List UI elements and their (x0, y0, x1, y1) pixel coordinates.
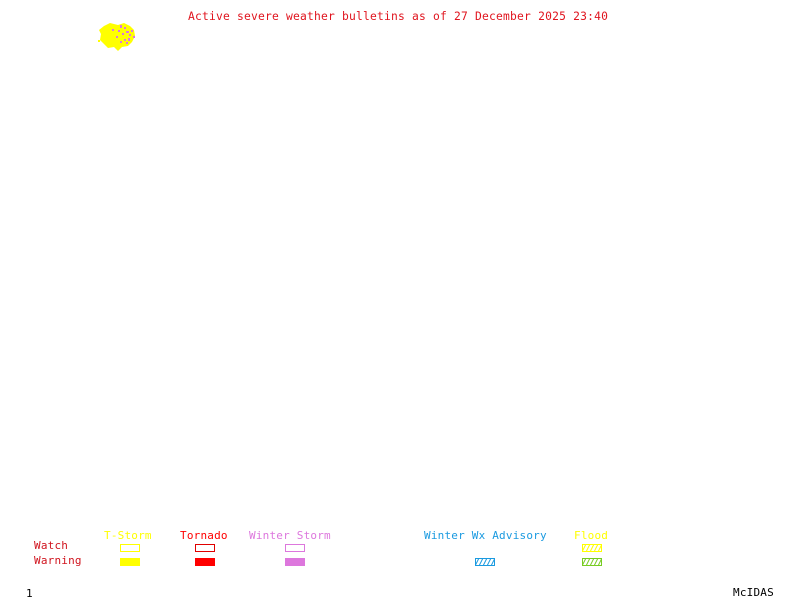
winter-storm-warning-swatch (285, 558, 305, 566)
tornado-warning-swatch (195, 558, 215, 566)
legend-header-winter-storm: Winter Storm (249, 529, 331, 542)
winter-wx-advisory-swatch (475, 558, 495, 566)
alert-area-pink (112, 25, 135, 44)
tstorm-warning-swatch (120, 558, 140, 566)
tornado-watch-swatch (195, 544, 215, 552)
mcidas-label: McIDAS (733, 586, 774, 599)
weather-alert-area[interactable] (98, 20, 138, 52)
winter-storm-watch-swatch (285, 544, 305, 552)
legend-row-watch: Watch (34, 539, 69, 552)
bulletin-title: Active severe weather bulletins as of 27… (188, 10, 609, 23)
legend-row-warning: Warning (34, 554, 82, 567)
legend-header-winter-wx-advisory: Winter Wx Advisory (424, 529, 547, 542)
flood-watch-swatch (582, 544, 602, 552)
legend-header-tstorm: T-Storm (104, 529, 152, 542)
legend-header-tornado: Tornado (180, 529, 228, 542)
legend-header-flood: Flood (574, 529, 609, 542)
tstorm-watch-swatch (120, 544, 140, 552)
frame-number: 1 (26, 587, 33, 600)
flood-warning-swatch (582, 558, 602, 566)
alert-speck (98, 40, 100, 42)
